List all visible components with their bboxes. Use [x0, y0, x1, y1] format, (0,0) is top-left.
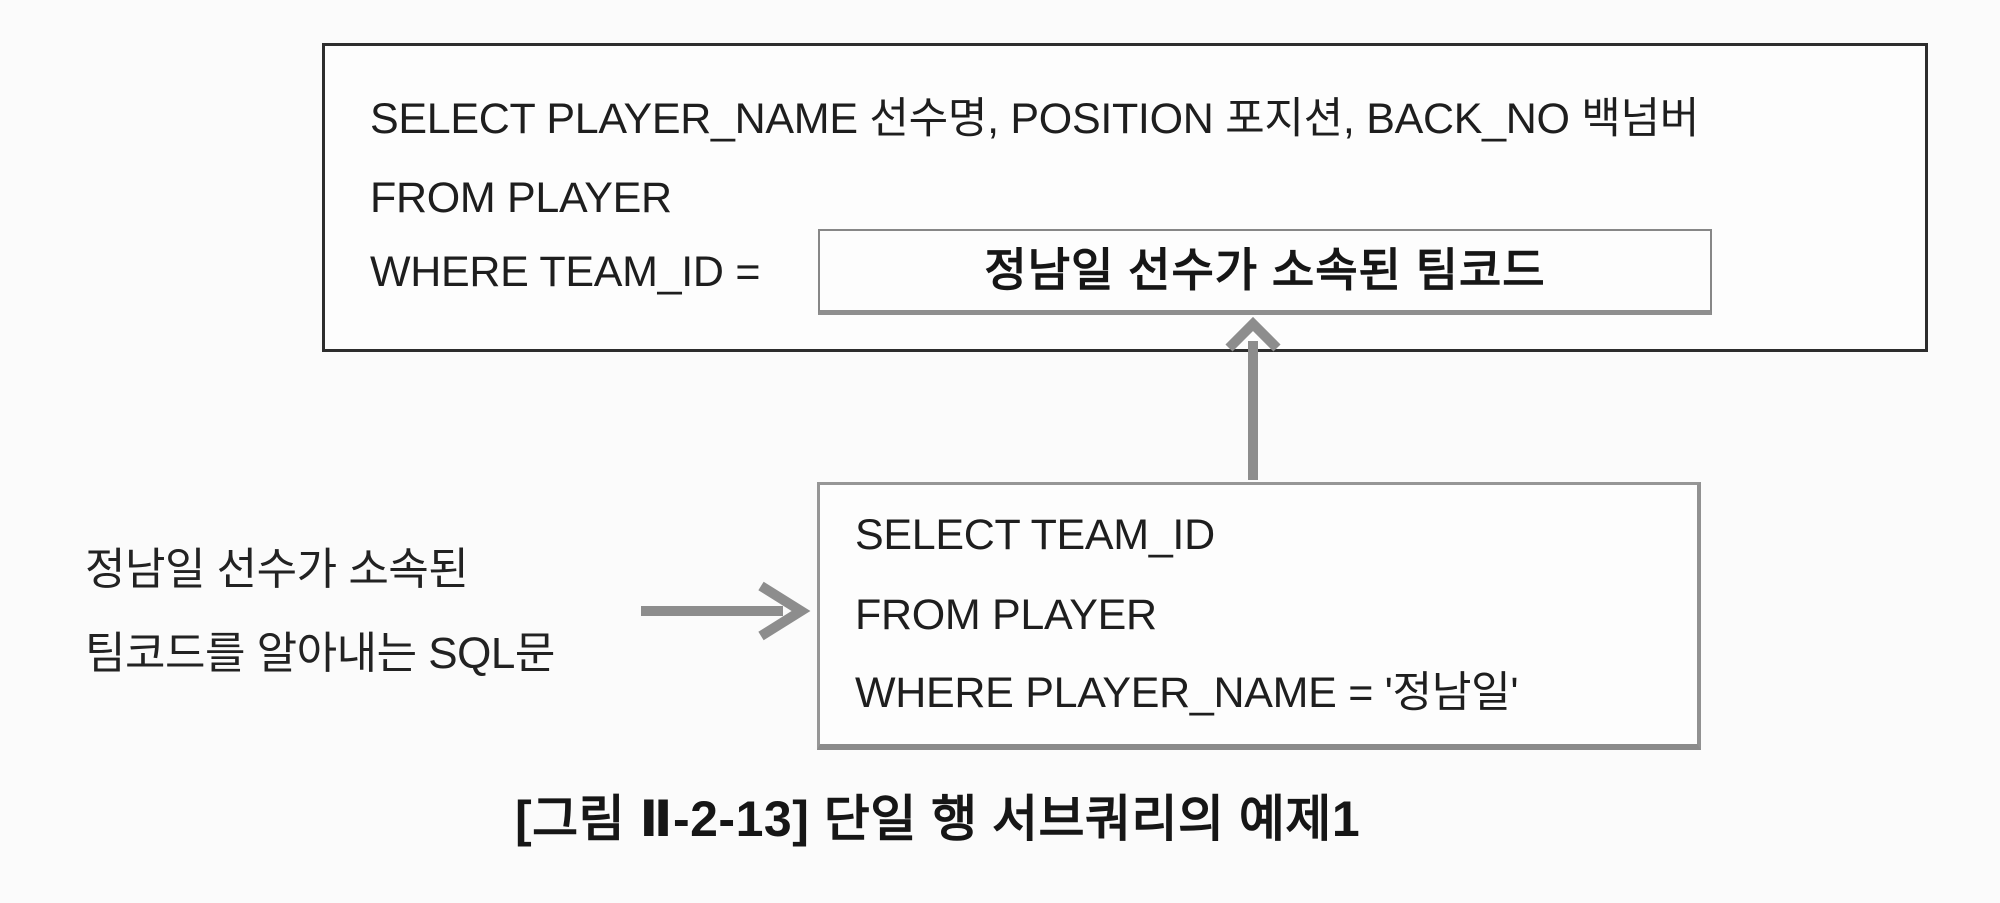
subquery-result-placeholder-box: 정남일 선수가 소속된 팀코드: [818, 229, 1712, 315]
main-query-box: SELECT PLAYER_NAME 선수명, POSITION 포지션, BA…: [322, 43, 1928, 352]
annotation-line-1: 정남일 선수가 소속된: [85, 545, 469, 594]
annotation-label: 정남일 선수가 소속된 팀코드를 알아내는 SQL문: [85, 528, 555, 696]
arrow-right-icon: [641, 581, 811, 641]
subquery-line-where: WHERE PLAYER_NAME = '정남일': [855, 669, 1519, 717]
subquery-result-placeholder-label: 정남일 선수가 소속된 팀코드: [984, 244, 1546, 296]
subquery-line-select: SELECT TEAM_ID: [855, 511, 1215, 559]
subquery-box: SELECT TEAM_ID FROM PLAYER WHERE PLAYER_…: [817, 482, 1701, 750]
main-query-line-from: FROM PLAYER: [370, 174, 672, 222]
subquery-line-from: FROM PLAYER: [855, 591, 1157, 639]
annotation-line-2: 팀코드를 알아내는 SQL문: [85, 629, 555, 678]
main-query-line-where: WHERE TEAM_ID =: [370, 248, 761, 296]
figure-caption: [그림 Ⅱ-2-13] 단일 행 서브쿼리의 예제1: [515, 791, 1361, 847]
main-query-line-select: SELECT PLAYER_NAME 선수명, POSITION 포지션, BA…: [370, 95, 1700, 143]
